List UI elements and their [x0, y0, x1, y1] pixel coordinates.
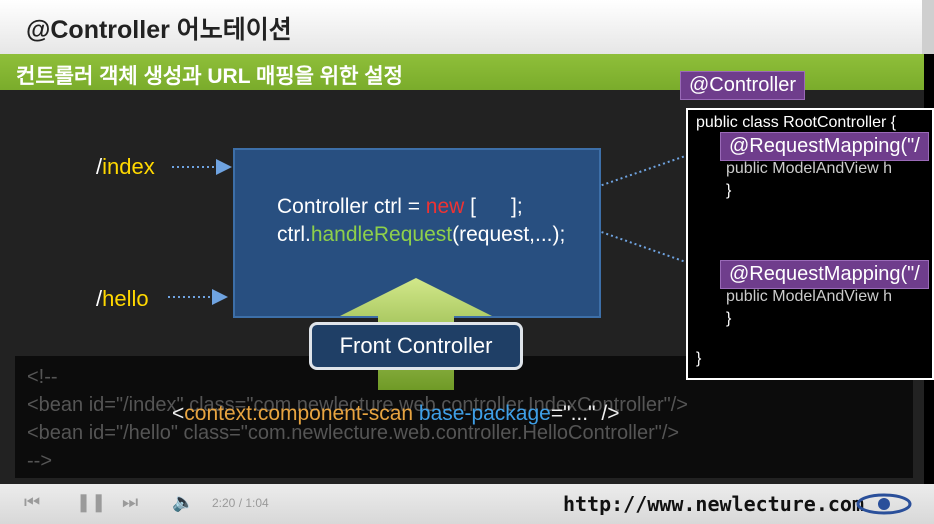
code-text: ctrl.: [277, 223, 311, 246]
url-hello: /hello: [96, 286, 149, 312]
scan-namespace: context: [184, 402, 252, 425]
section-title: 컨트롤러 객체 생성과 URL 매핑을 위한 설정: [16, 65, 403, 88]
code-line-1: Controller ctrl = new [ ];: [277, 193, 523, 221]
code-keyword-new: new: [425, 195, 465, 218]
scan-element: :component-scan: [251, 402, 419, 425]
controller-annotation-tag: @Controller: [680, 71, 806, 100]
code-text: Controller ctrl =: [277, 195, 426, 218]
url-name: hello: [102, 286, 149, 311]
class-declaration: public class RootController {: [696, 114, 897, 131]
slide-title: @Controller 어노테이션: [26, 16, 292, 44]
front-controller-box: Front Controller: [309, 322, 523, 370]
config-bean-index: <bean id="/index" class="com.newlecture.…: [27, 394, 688, 416]
method-2-close: }: [726, 310, 732, 327]
code-text: (request,...);: [452, 223, 566, 246]
site-url: http://www.newlecture.com: [562, 492, 864, 516]
method-1-close: }: [726, 182, 732, 199]
scan-text: <: [172, 402, 185, 425]
player-bar: ⏮ ❚❚ ⏭ 🔈 2:20 / 1:04 http://www.newlectu…: [0, 484, 934, 524]
component-scan-line: <context:component-scan base-package="..…: [172, 402, 619, 426]
method-1: public ModelAndView h: [726, 160, 893, 177]
method-2: public ModelAndView h: [726, 288, 893, 305]
request-mapping-tag-2: @RequestMapping("/: [720, 260, 929, 289]
request-mapping-tag-1: @RequestMapping("/: [720, 132, 929, 161]
config-bean-hello: <bean id="/hello" class="com.newlecture.…: [27, 422, 680, 444]
prev-icon[interactable]: ⏮: [24, 492, 41, 512]
newlecture-logo-icon: [856, 493, 912, 515]
config-comment-open: <!--: [27, 366, 58, 388]
code-text: [ ];: [464, 195, 523, 218]
pause-icon[interactable]: ❚❚: [76, 492, 107, 512]
url-index: /index: [96, 154, 155, 180]
code-method: handleRequest: [310, 223, 453, 246]
volume-icon[interactable]: 🔈: [172, 492, 195, 512]
window-edge: [922, 0, 934, 54]
url-slash: /: [96, 286, 103, 311]
class-close: }: [696, 350, 702, 367]
config-comment-close: -->: [27, 450, 52, 472]
time-display: 2:20 / 1:04: [212, 496, 269, 510]
url-slash: /: [96, 154, 103, 179]
next-icon[interactable]: ⏭: [122, 492, 139, 512]
url-name: index: [102, 154, 155, 179]
scan-value: ="..." />: [550, 402, 620, 425]
scan-attribute: base-package: [418, 402, 551, 425]
code-line-2: ctrl.handleRequest(request,...);: [277, 221, 565, 249]
slide-header: @Controller 어노테이션: [0, 0, 934, 54]
